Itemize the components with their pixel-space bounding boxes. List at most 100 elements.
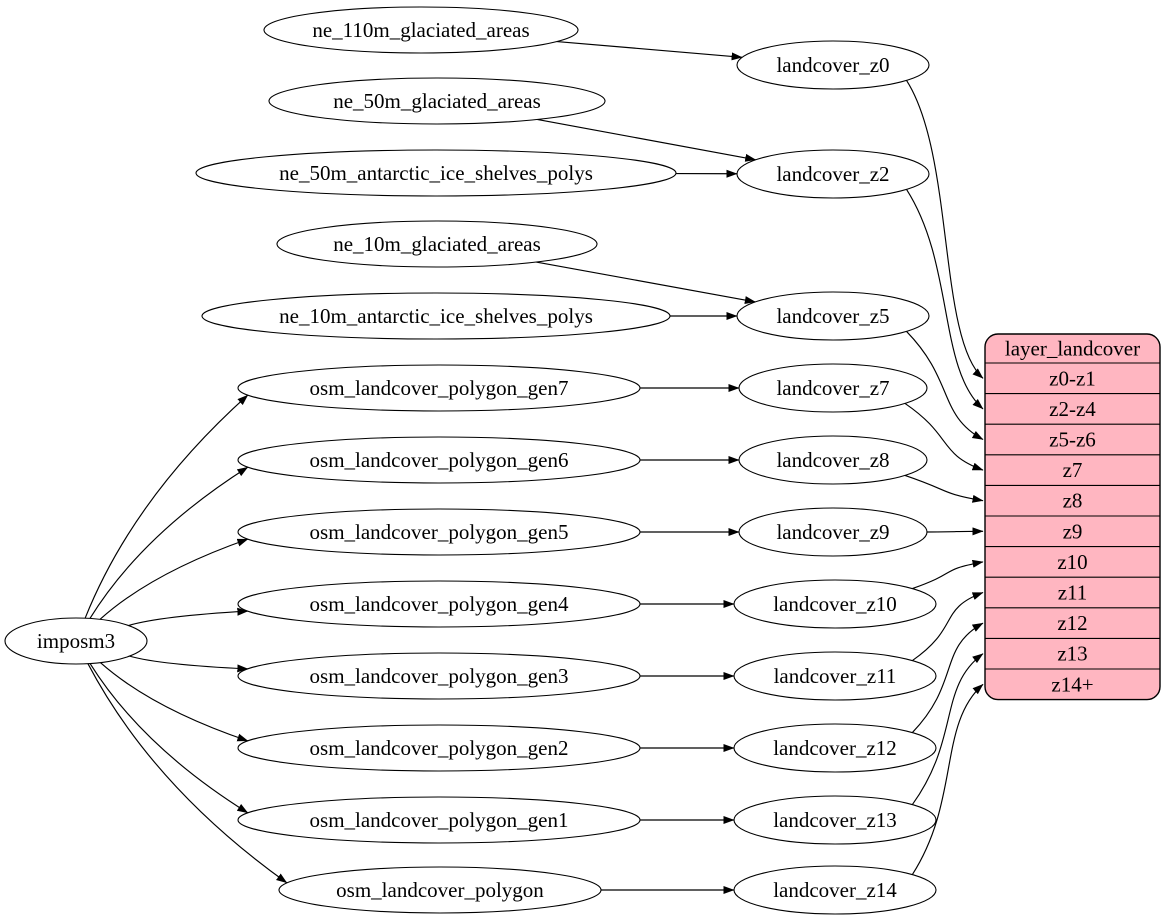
node-label-osm_landcover_polygon_gen5: osm_landcover_polygon_gen5 — [310, 520, 569, 544]
node-label-osm_landcover_polygon_gen7: osm_landcover_polygon_gen7 — [310, 376, 569, 400]
node-landcover_z0: landcover_z0 — [736, 40, 930, 90]
node-ellipse-ne_10m_glaciated_areas — [276, 220, 598, 268]
node-ellipse-osm_landcover_polygon_gen6 — [237, 436, 641, 484]
node-label-osm_landcover_polygon_gen4: osm_landcover_polygon_gen4 — [310, 592, 569, 616]
record-row-z9: z9 — [1063, 519, 1083, 543]
edge-ne_110m_glaciated_areas-to-landcover_z0 — [556, 40, 743, 61]
edges-layer — [84, 40, 984, 894]
node-label-landcover_z11: landcover_z11 — [774, 664, 897, 688]
node-ne_10m_antarctic_ice_shelves_polys: ne_10m_antarctic_ice_shelves_polys — [201, 292, 671, 340]
edge-landcover_z2-to-layer_landcover-z2-z4 — [906, 189, 984, 410]
node-osm_landcover_polygon_gen3: osm_landcover_polygon_gen3 — [237, 652, 641, 700]
edge-landcover_z5-to-layer_landcover-z5-z6 — [906, 331, 984, 441]
edge-imposm3-to-osm_landcover_polygon_gen1 — [89, 663, 249, 814]
record-row-z2-z4: z2-z4 — [1049, 397, 1096, 421]
node-label-landcover_z9: landcover_z9 — [776, 520, 889, 544]
node-label-landcover_z14: landcover_z14 — [773, 878, 897, 902]
node-label-landcover_z13: landcover_z13 — [773, 808, 897, 832]
record-row-z12: z12 — [1057, 611, 1087, 635]
node-label-ne_10m_glaciated_areas: ne_10m_glaciated_areas — [333, 232, 541, 256]
node-label-landcover_z5: landcover_z5 — [776, 304, 889, 328]
node-landcover_z10: landcover_z10 — [733, 579, 937, 629]
node-ellipse-landcover_z7 — [738, 363, 928, 413]
record-row-z8: z8 — [1063, 489, 1083, 513]
node-ne_50m_glaciated_areas: ne_50m_glaciated_areas — [268, 77, 606, 125]
node-landcover_z8: landcover_z8 — [738, 435, 928, 485]
node-label-landcover_z2: landcover_z2 — [776, 162, 889, 186]
record-row-z13: z13 — [1057, 642, 1087, 666]
node-landcover_z14: landcover_z14 — [733, 865, 937, 915]
edge-ne_10m_glaciated_areas-to-landcover_z5 — [536, 261, 756, 304]
node-ne_110m_glaciated_areas: ne_110m_glaciated_areas — [263, 6, 579, 54]
node-ellipse-ne_10m_antarctic_ice_shelves_polys — [201, 292, 671, 340]
edge-landcover_z9-to-layer_landcover-z9 — [926, 527, 984, 536]
node-ellipse-landcover_z11 — [733, 651, 937, 701]
node-ellipse-osm_landcover_polygon_gen2 — [237, 724, 641, 772]
nodes-layer: imposm3 ne_110m_glaciated_areas ne_50m_gla… — [4, 6, 937, 915]
edge-imposm3-to-osm_landcover_polygon_gen2 — [99, 662, 249, 742]
edge-imposm3-to-osm_landcover_polygon — [87, 663, 288, 884]
node-label-landcover_z7: landcover_z7 — [776, 376, 889, 400]
node-ellipse-ne_110m_glaciated_areas — [263, 6, 579, 54]
node-osm_landcover_polygon_gen7: osm_landcover_polygon_gen7 — [237, 364, 641, 412]
node-label-landcover_z8: landcover_z8 — [776, 448, 889, 472]
edge-imposm3-to-osm_landcover_polygon_gen6 — [89, 466, 249, 619]
node-osm_landcover_polygon_gen1: osm_landcover_polygon_gen1 — [237, 796, 641, 844]
node-landcover_z11: landcover_z11 — [733, 651, 937, 701]
node-ellipse-osm_landcover_polygon_gen3 — [237, 652, 641, 700]
edge-imposm3-to-osm_landcover_polygon_gen7 — [84, 394, 249, 619]
edge-landcover_z0-to-layer_landcover-z0-z1 — [906, 80, 984, 379]
node-ellipse-landcover_z9 — [738, 507, 928, 557]
node-ellipse-landcover_z14 — [733, 865, 937, 915]
node-osm_landcover_polygon_gen5: osm_landcover_polygon_gen5 — [237, 508, 641, 556]
record-row-z14-: z14+ — [1051, 672, 1093, 696]
node-ellipse-ne_50m_glaciated_areas — [268, 77, 606, 125]
edge-landcover_z13-to-layer_landcover-z13 — [911, 653, 984, 805]
node-landcover_z12: landcover_z12 — [733, 723, 937, 773]
node-label-landcover_z10: landcover_z10 — [773, 592, 897, 616]
node-landcover_z5: landcover_z5 — [736, 291, 930, 341]
node-label-ne_50m_antarctic_ice_shelves_polys: ne_50m_antarctic_ice_shelves_polys — [279, 161, 593, 185]
edge-landcover_z11-to-layer_landcover-z11 — [912, 591, 984, 662]
node-ellipse-osm_landcover_polygon_gen5 — [237, 508, 641, 556]
node-ne_10m_glaciated_areas: ne_10m_glaciated_areas — [276, 220, 598, 268]
edge-landcover_z7-to-layer_landcover-z7 — [904, 402, 984, 471]
node-ellipse-osm_landcover_polygon_gen7 — [237, 364, 641, 412]
edge-landcover_z8-to-layer_landcover-z8 — [904, 474, 984, 503]
record-row-z10: z10 — [1057, 550, 1087, 574]
node-osm_landcover_polygon_gen4: osm_landcover_polygon_gen4 — [237, 580, 641, 628]
node-ellipse-osm_landcover_polygon — [278, 866, 602, 914]
node-ellipse-landcover_z0 — [736, 40, 930, 90]
node-label-imposm3: imposm3 — [37, 629, 115, 653]
node-label-osm_landcover_polygon_gen1: osm_landcover_polygon_gen1 — [310, 808, 569, 832]
record-row-z11: z11 — [1058, 581, 1088, 605]
edge-landcover_z14-to-layer_landcover-z14+ — [911, 683, 984, 875]
node-osm_landcover_polygon: osm_landcover_polygon — [278, 866, 602, 914]
node-osm_landcover_polygon_gen2: osm_landcover_polygon_gen2 — [237, 724, 641, 772]
record-title: layer_landcover — [1005, 337, 1140, 361]
node-ellipse-landcover_z13 — [733, 795, 937, 845]
node-label-ne_110m_glaciated_areas: ne_110m_glaciated_areas — [312, 18, 529, 42]
edge-landcover_z10-to-layer_landcover-z10 — [912, 559, 984, 590]
node-ellipse-landcover_z12 — [733, 723, 937, 773]
node-ellipse-ne_50m_antarctic_ice_shelves_polys — [195, 149, 677, 197]
record-row-z5-z6: z5-z6 — [1049, 428, 1096, 452]
edge-landcover_z12-to-layer_landcover-z12 — [911, 622, 984, 733]
node-label-landcover_z0: landcover_z0 — [776, 53, 889, 77]
node-label-ne_10m_antarctic_ice_shelves_polys: ne_10m_antarctic_ice_shelves_polys — [279, 304, 593, 328]
edge-imposm3-to-osm_landcover_polygon_gen5 — [99, 538, 249, 620]
node-label-osm_landcover_polygon_gen3: osm_landcover_polygon_gen3 — [310, 664, 569, 688]
node-ellipse-landcover_z2 — [736, 149, 930, 199]
node-ellipse-osm_landcover_polygon_gen4 — [237, 580, 641, 628]
node-landcover_z13: landcover_z13 — [733, 795, 937, 845]
node-ellipse-landcover_z5 — [736, 291, 930, 341]
node-landcover_z9: landcover_z9 — [738, 507, 928, 557]
node-ellipse-landcover_z8 — [738, 435, 928, 485]
node-label-landcover_z12: landcover_z12 — [773, 736, 897, 760]
edge-imposm3-to-osm_landcover_polygon_gen3 — [129, 655, 249, 673]
node-label-osm_landcover_polygon_gen6: osm_landcover_polygon_gen6 — [310, 448, 569, 472]
node-landcover_z2: landcover_z2 — [736, 149, 930, 199]
record-layer_landcover: layer_landcoverz0-z1z2-z4z5-z6z7z8z9z10z… — [984, 333, 1161, 701]
